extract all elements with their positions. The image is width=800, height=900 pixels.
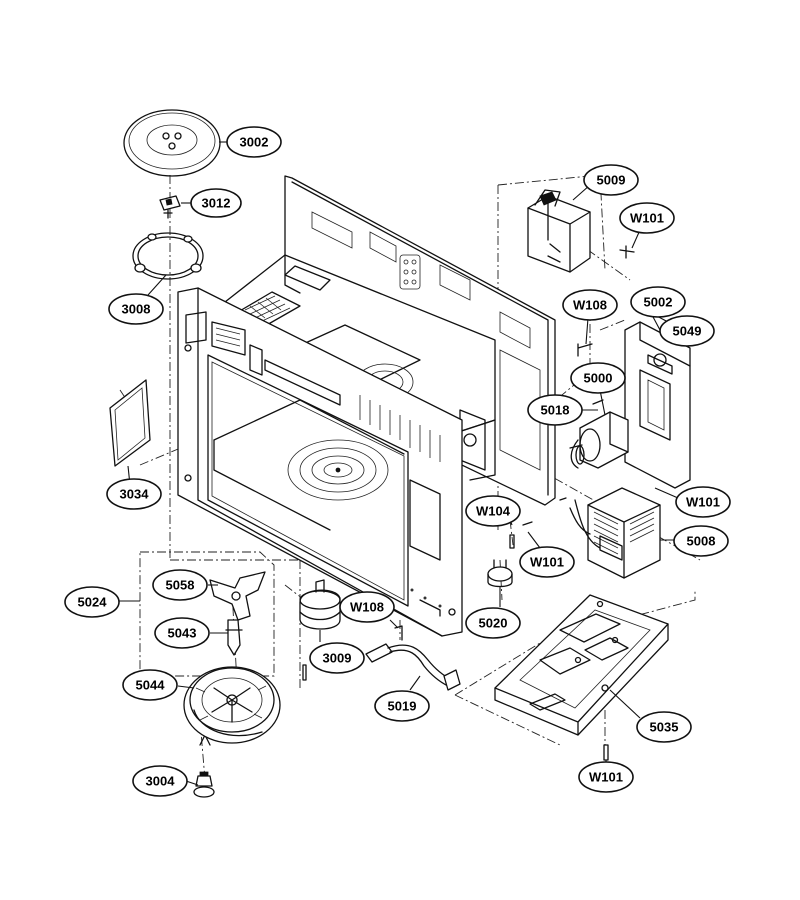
- callout-label: 5024: [78, 595, 108, 610]
- hv-transformer: [569, 487, 661, 579]
- callout-label: 3002: [240, 135, 269, 150]
- callout-label: 3012: [202, 196, 231, 211]
- callout-3008: 3008: [108, 293, 164, 325]
- callout-5019: 5019: [374, 690, 430, 722]
- callout-label: W104: [476, 504, 511, 519]
- small-harness: [570, 439, 585, 469]
- roller-ring: [132, 232, 204, 280]
- callout-label: 5049: [673, 324, 702, 339]
- side-bracket-plate: [624, 321, 691, 489]
- callout-3002: 3002: [226, 126, 282, 158]
- hv-capacitor: [527, 189, 591, 273]
- waveguide-cover: [109, 379, 151, 467]
- callout-w101-bottom: W101: [578, 761, 634, 793]
- callout-label: W101: [589, 770, 623, 785]
- stirrer-cover: [183, 666, 281, 744]
- callout-label: 3034: [120, 487, 150, 502]
- callout-label: 5008: [687, 534, 716, 549]
- callout-label: W101: [530, 555, 564, 570]
- wire-harness: [365, 643, 461, 691]
- callout-w108-mid: W108: [339, 591, 395, 623]
- callout-5002: 5002: [630, 286, 686, 318]
- callout-label: 5019: [388, 699, 417, 714]
- callout-5044: 5044: [122, 669, 178, 701]
- turntable-coupler: [159, 195, 181, 219]
- callout-label: 5044: [136, 678, 166, 693]
- callout-w104: W104: [465, 495, 521, 527]
- callout-label: 5018: [541, 403, 570, 418]
- callout-5024: 5024: [64, 586, 120, 618]
- callout-5018: 5018: [527, 394, 583, 426]
- front-frame: [177, 287, 463, 637]
- turntable-tray: [123, 109, 221, 177]
- callout-label: 5020: [479, 616, 508, 631]
- callout-3034: 3034: [106, 478, 162, 510]
- callout-5049: 5049: [659, 315, 715, 347]
- stirrer-assembly: [139, 551, 275, 677]
- callout-w108-top: W108: [562, 289, 618, 321]
- callout-5058: 5058: [152, 569, 208, 601]
- callout-5008: 5008: [673, 525, 729, 557]
- callout-label: 5058: [166, 578, 195, 593]
- callout-5035: 5035: [636, 711, 692, 743]
- roller-guide: [193, 771, 215, 798]
- callout-5009: 5009: [583, 164, 639, 196]
- callout-label: 3004: [146, 774, 176, 789]
- callout-label: W108: [350, 600, 384, 615]
- base-plate: [494, 594, 669, 736]
- callout-label: 3008: [122, 302, 151, 317]
- callout-label: 5009: [597, 173, 626, 188]
- callout-label: 3009: [323, 651, 352, 666]
- turntable-motor: [299, 579, 341, 630]
- callout-label: 5035: [650, 720, 679, 735]
- callout-label: 5002: [644, 295, 673, 310]
- callout-label: W101: [686, 495, 720, 510]
- callout-5020: 5020: [465, 607, 521, 639]
- callout-w101-mid: W101: [675, 486, 731, 518]
- callout-label: 5000: [584, 371, 613, 386]
- callout-w101-low: W101: [519, 546, 575, 578]
- callout-label: W101: [630, 211, 664, 226]
- callout-w101-top: W101: [619, 202, 675, 234]
- callout-3009: 3009: [309, 642, 365, 674]
- callout-3004: 3004: [132, 765, 188, 797]
- callout-label: W108: [573, 298, 607, 313]
- fan-motor: [569, 411, 629, 469]
- callout-5043: 5043: [154, 617, 210, 649]
- callout-5000: 5000: [570, 362, 626, 394]
- callout-label: 5043: [168, 626, 197, 641]
- callout-3012: 3012: [190, 188, 242, 218]
